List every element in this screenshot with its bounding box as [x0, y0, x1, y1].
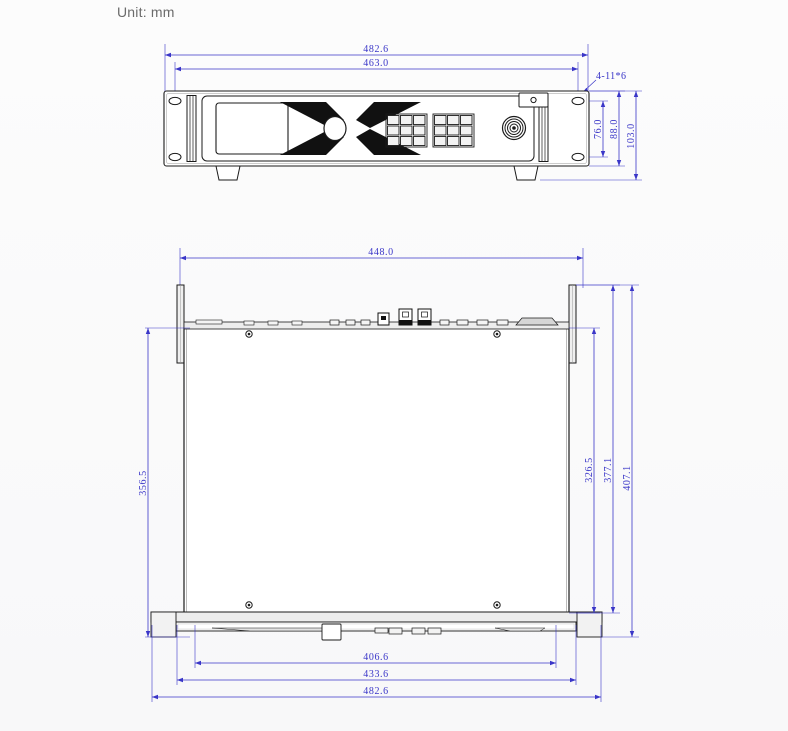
- rack-hole-top-right: [571, 96, 585, 106]
- dim-label-433-6: 433.6: [363, 669, 389, 680]
- vent-slot-left: [186, 95, 197, 162]
- dim-label-377-1: 377.1: [603, 457, 614, 483]
- dim-plan-body-depth: 356.5: [138, 327, 190, 638]
- dim-label-88-0: 88.0: [609, 119, 620, 139]
- rack-hole-bottom-left: [168, 152, 182, 162]
- mount-ear-right: [568, 284, 577, 364]
- dim-plan-bottom-433: 433.6: [176, 625, 577, 685]
- dim-plan-chassis-width: 448.0: [179, 247, 584, 288]
- rack-hole-bottom-right: [571, 152, 585, 162]
- front-elevation-view: 482.6 463.0 4-11*6: [163, 44, 642, 181]
- dim-label-482-6-top: 482.6: [363, 44, 389, 55]
- dim-label-448-0: 448.0: [368, 247, 394, 258]
- plan-body-outline: [183, 327, 570, 614]
- plan-top-view: 448.0: [138, 247, 639, 702]
- dim-label-356-5: 356.5: [138, 470, 149, 496]
- screw-bottom-right: [493, 601, 501, 609]
- bezel-ear-right: [576, 611, 603, 638]
- dim-plan-depth-377: 377.1: [576, 284, 620, 614]
- screw-top-left: [245, 330, 253, 338]
- hole-note-leader: 4-11*6: [582, 71, 626, 93]
- rear-connector-panel: [183, 308, 570, 330]
- button-grid-3x3-right[interactable]: [432, 113, 475, 148]
- dim-front-panel-height: 88.0: [589, 90, 625, 167]
- dim-label-463-0: 463.0: [363, 58, 389, 69]
- foot-right: [513, 165, 539, 181]
- front-chassis-inner-edge: [166, 93, 587, 164]
- rotary-connector[interactable]: [501, 115, 527, 141]
- dim-label-407-1: 407.1: [622, 465, 633, 491]
- dim-front-overall-width: 482.6: [164, 44, 589, 92]
- bezel-ear-left: [150, 611, 177, 638]
- unit-label: Unit: mm: [117, 4, 175, 20]
- dim-front-overall-height: 103.0: [540, 90, 642, 181]
- rack-hole-top-left: [168, 96, 182, 106]
- dim-label-103-0: 103.0: [626, 123, 637, 149]
- foot-left: [215, 165, 241, 181]
- lcd-display: [215, 102, 289, 155]
- front-bezel-strip: [150, 611, 603, 641]
- dim-plan-depth-326: 326.5: [569, 327, 600, 614]
- dim-front-hole-pitch: 76.0: [589, 100, 608, 158]
- screw-top-right: [493, 330, 501, 338]
- dim-label-482-6-bottom: 482.6: [363, 686, 389, 697]
- dim-label-76-0: 76.0: [593, 119, 604, 139]
- dim-plan-depth-407: 407.1: [576, 284, 639, 638]
- dim-plan-bottom-406: 406.6: [194, 625, 557, 668]
- dim-label-406-6: 406.6: [363, 652, 389, 663]
- dim-label-326-5: 326.5: [584, 457, 595, 483]
- hole-note-label: 4-11*6: [596, 71, 626, 82]
- dim-plan-bottom-482: 482.6: [151, 625, 602, 702]
- button-grid-3x3-left[interactable]: [385, 113, 428, 148]
- center-knob[interactable]: [323, 115, 347, 142]
- mount-ear-left: [176, 284, 185, 364]
- status-indicator: [518, 92, 549, 108]
- dim-front-inner-width: 463.0: [174, 58, 579, 95]
- screw-bottom-left: [245, 601, 253, 609]
